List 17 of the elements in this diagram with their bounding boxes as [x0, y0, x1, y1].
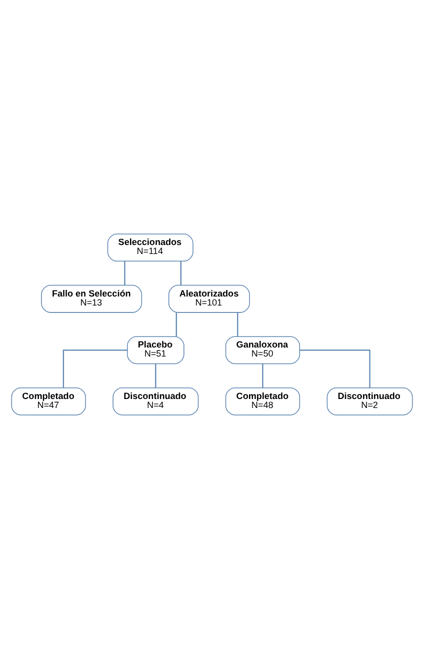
- node-box: Ganaloxona N=50: [225, 336, 300, 364]
- connector: [62, 349, 128, 388]
- connector: [176, 312, 177, 336]
- node-box: Fallo en Selección N=13: [41, 284, 142, 312]
- connector: [124, 260, 126, 285]
- connector: [237, 312, 238, 336]
- connector: [180, 260, 182, 285]
- connector: [300, 349, 370, 388]
- node-box: Placebo N=51: [126, 336, 184, 364]
- node-box: Completado N=47: [11, 386, 86, 415]
- node-box: Discontinuado N=4: [112, 386, 199, 415]
- node-box: Completado N=48: [225, 386, 300, 415]
- connector: [262, 363, 264, 388]
- connector: [155, 363, 156, 388]
- node-box: Seleccionados N=114: [107, 233, 194, 262]
- node-box: Discontinuado N=2: [326, 386, 413, 415]
- node-box: Aleatorizados N=101: [168, 284, 250, 312]
